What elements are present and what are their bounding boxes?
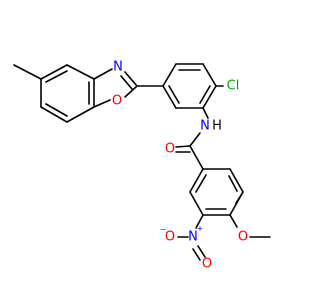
bond-c4: [202, 85, 217, 109]
bond-l-inner3: [195, 174, 207, 193]
bond-bz-inner3: [45, 103, 68, 117]
bond-bz2: [66, 64, 95, 80]
bond-ome-1: [235, 191, 244, 204]
bond-nitro-o2a: [197, 245, 206, 258]
atom-nitro-o-upper: O: [165, 230, 175, 245]
bond-ox2a: [124, 71, 138, 87]
bond-c-inner2: [199, 85, 211, 104]
bond-l5: [189, 191, 204, 216]
bond-co-ring: [189, 145, 204, 170]
bond-ome-ring: [229, 214, 238, 228]
bond-bz1: [40, 64, 68, 80]
bond-nitro-o2b: [192, 248, 201, 261]
bond-c1: [162, 63, 177, 87]
bond-ox4: [93, 99, 111, 108]
molecule-diagram: N O Cl N H O O N + O − O: [13, 60, 271, 272]
atom-nitro-n: N: [188, 230, 198, 245]
bond-ox1: [93, 68, 113, 80]
bond-l2: [229, 168, 244, 193]
bond-bz4: [66, 106, 95, 123]
bond-bz5: [40, 106, 68, 123]
bond-c-inner3: [168, 85, 180, 104]
bonds: [13, 63, 271, 261]
bond-l-inner1: [228, 175, 238, 192]
atom-oxazole-o: O: [112, 94, 122, 109]
structure-canvas: N O Cl N H O O N + O − O: [13, 59, 271, 272]
atom-amide-n: N: [200, 119, 210, 134]
bond-bz-inner1: [45, 70, 68, 83]
atom-labels: N O Cl N H O O N + O − O: [112, 60, 248, 272]
bond-ox3: [124, 85, 138, 98]
bond-nh-ring: [202, 107, 209, 119]
atom-chlorine: Cl: [227, 79, 240, 94]
nitro-o-charge: −: [160, 225, 167, 234]
bond-methyl-top: [13, 64, 42, 80]
atom-carbonyl-o: O: [165, 142, 175, 157]
bond-co-a: [175, 145, 191, 148]
bond-c3: [202, 63, 217, 87]
bond-ox2b: [120, 75, 133, 90]
bond-c6: [162, 85, 177, 109]
bond-l6: [189, 168, 204, 193]
atom-nitro-o-lower: O: [202, 257, 212, 272]
atom-oxazole-n: N: [113, 60, 123, 75]
bond-nitro: [195, 214, 204, 229]
bond-n-co: [189, 132, 201, 147]
nitro-n-charge: +: [197, 224, 204, 233]
atom-amide-h: H: [212, 119, 222, 134]
atom-methoxy-o: O: [238, 230, 248, 245]
